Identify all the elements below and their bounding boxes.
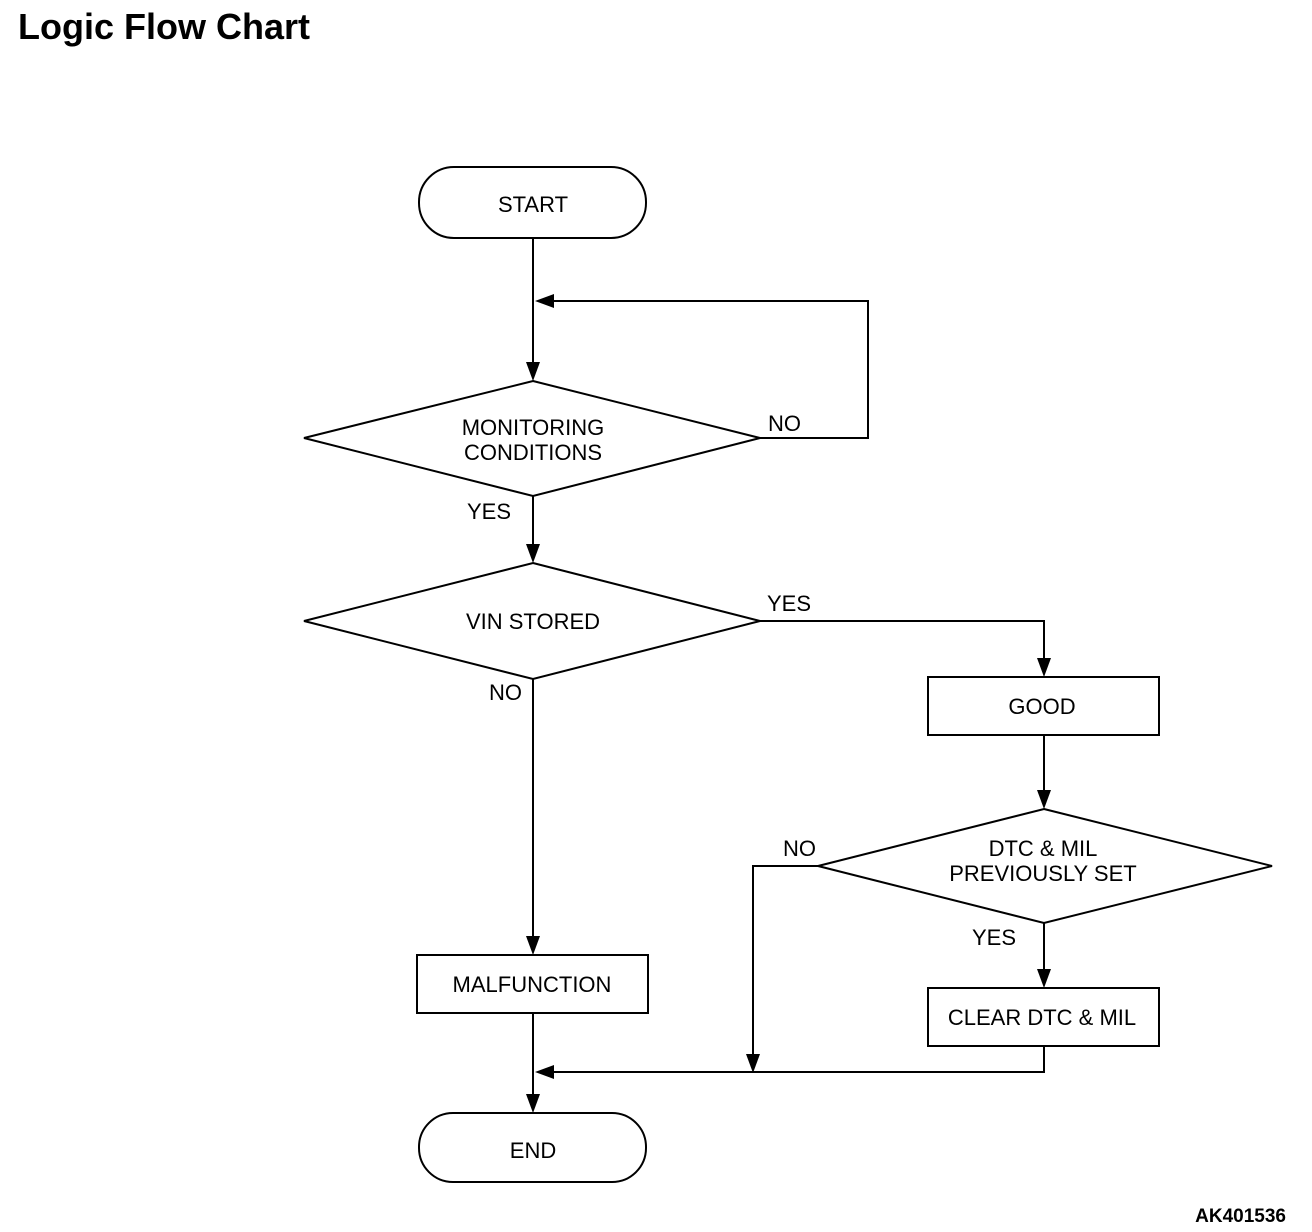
dtc-mil-label-line1: DTC & MIL: [989, 836, 1098, 861]
edge-label-dtc-no: NO: [783, 836, 816, 861]
arrowhead-into-good: [1037, 658, 1051, 677]
connector-dtc-no-down: [752, 865, 818, 1058]
end-label: END: [510, 1138, 556, 1163]
edge-labels: NO YES YES NO NO YES: [467, 411, 1016, 950]
edge-label-dtc-yes: YES: [972, 925, 1016, 950]
connector-clear-to-merge: [548, 1046, 1045, 1073]
arrowhead-into-dtc: [1037, 790, 1051, 809]
arrowhead-into-end: [526, 1094, 540, 1113]
edge-label-monitoring-yes: YES: [467, 499, 511, 524]
edge-label-monitoring-no: NO: [768, 411, 801, 436]
monitoring-conditions-decision: MONITORING CONDITIONS: [303, 379, 761, 498]
vin-stored-decision: VIN STORED: [303, 561, 761, 681]
arrowhead-merge-left: [535, 1065, 554, 1079]
figure-id: AK401536: [1195, 1206, 1286, 1227]
vin-stored-label: VIN STORED: [466, 609, 600, 634]
edge-label-vin-no: NO: [489, 680, 522, 705]
dtc-mil-label-line2: PREVIOUSLY SET: [949, 861, 1136, 886]
start-label: START: [498, 192, 568, 217]
clear-dtc-mil-label: CLEAR DTC & MIL: [948, 1005, 1136, 1030]
connector-vin-yes-to-good: [760, 620, 1045, 662]
arrowhead-into-clear: [1037, 969, 1051, 988]
page-title: Logic Flow Chart: [18, 6, 310, 47]
edge-label-vin-yes: YES: [767, 591, 811, 616]
malfunction-process: MALFUNCTION: [416, 954, 649, 1014]
monitoring-conditions-label-line1: MONITORING: [462, 415, 605, 440]
good-label: GOOD: [1008, 694, 1075, 719]
arrowhead-loop-return: [535, 294, 554, 308]
connectors: [532, 238, 1045, 1098]
connector-monitoring-no-loop: [548, 300, 869, 439]
dtc-mil-previously-set-decision: DTC & MIL PREVIOUSLY SET: [817, 807, 1273, 925]
clear-dtc-mil-process: CLEAR DTC & MIL: [927, 987, 1160, 1047]
arrowhead-into-malfunction: [526, 936, 540, 955]
arrowhead-into-vin: [526, 544, 540, 563]
arrowhead-dtc-no-down: [746, 1054, 760, 1073]
end-terminal: END: [418, 1112, 647, 1183]
good-process: GOOD: [927, 676, 1160, 736]
start-terminal: START: [418, 166, 647, 239]
arrowhead-into-monitoring: [526, 362, 540, 381]
monitoring-conditions-label-line2: CONDITIONS: [464, 440, 602, 465]
malfunction-label: MALFUNCTION: [453, 972, 612, 997]
arrowheads: [526, 294, 1051, 1113]
